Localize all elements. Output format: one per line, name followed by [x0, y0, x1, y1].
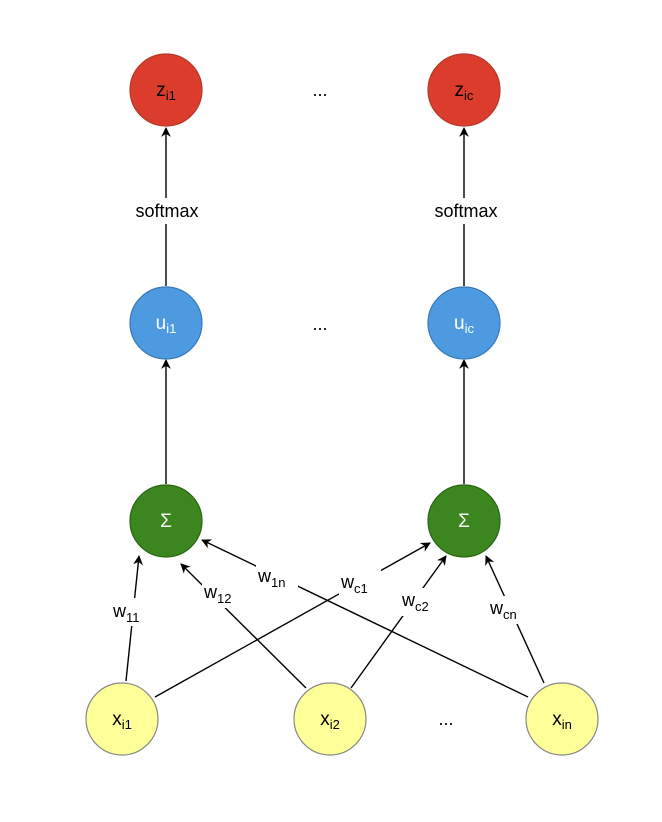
node-u-i1-circle — [129, 286, 203, 360]
node-z-ic-circle — [427, 53, 501, 127]
node-z-i1-label: zi1 — [156, 80, 176, 103]
node-u-ic-circle — [427, 286, 501, 360]
node-u-i1: ui1 — [129, 286, 203, 360]
node-z-i1-circle — [129, 53, 203, 127]
node-z-ic-label: zic — [455, 80, 474, 103]
node-x-i2-label: xi2 — [320, 709, 340, 732]
edge-x1-sumc — [154, 542, 431, 698]
node-sum-c-circle — [427, 484, 501, 558]
node-x-i1: xi1 — [85, 682, 159, 756]
weight-wc2: wc2 — [401, 590, 429, 614]
edge-x2-sumc — [350, 555, 447, 689]
edge-xn-sum1 — [201, 539, 529, 698]
ellipsis-hidden: ... — [312, 314, 327, 334]
node-x-i2: xi2 — [293, 682, 367, 756]
weight-w11: w11 — [112, 601, 140, 625]
node-sum-1-circle — [129, 484, 203, 558]
softmax-label-1: softmax — [135, 201, 198, 221]
node-z-ic: zic — [427, 53, 501, 127]
node-x-in-circle — [525, 682, 599, 756]
node-sum-1-label: Σ — [160, 511, 172, 532]
node-x-i1-label: xi1 — [112, 709, 132, 732]
weight-w1n: w1n — [257, 566, 285, 590]
weight-wc1: wc1 — [340, 572, 368, 596]
node-x-in-label: xin — [552, 709, 572, 732]
edge-x2-sum1 — [180, 563, 307, 689]
weight-wcn: wcn — [489, 598, 517, 622]
node-x-in: xin — [525, 682, 599, 756]
ellipsis-output: ... — [312, 80, 327, 100]
weight-w12: w12 — [203, 582, 231, 606]
node-x-i2-circle — [293, 682, 367, 756]
node-u-ic: uic — [427, 286, 501, 360]
node-u-i1-label: ui1 — [156, 313, 177, 336]
node-x-i1-circle — [85, 682, 159, 756]
ellipsis-input: ... — [438, 709, 453, 729]
node-u-ic-label: uic — [454, 313, 474, 336]
node-sum-c-label: Σ — [458, 511, 470, 532]
node-sum-1: Σ — [129, 484, 203, 558]
softmax-label-c: softmax — [434, 201, 497, 221]
node-z-i1: zi1 — [129, 53, 203, 127]
node-sum-c: Σ — [427, 484, 501, 558]
